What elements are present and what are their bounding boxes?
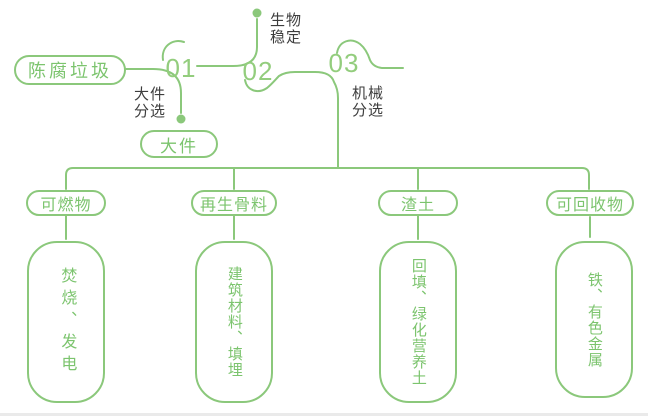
- result-text: 铁、有色金属: [585, 271, 603, 368]
- result-box-recyclables: 铁、有色金属: [555, 241, 633, 398]
- step-label-bio-stabilization: 生物 稳定: [270, 12, 302, 46]
- result-box-combustibles: 焚烧、发电: [27, 241, 105, 403]
- step-label-line: 生物: [270, 12, 303, 29]
- step-number-01: 01: [165, 53, 197, 83]
- step-number-03: 03: [328, 48, 360, 78]
- distribution-line: [65, 167, 590, 190]
- step-label-mechanical-sorting: 机械 分选: [352, 85, 384, 119]
- step-number-02: 02: [242, 56, 274, 86]
- step-label-bulky-sorting: 大件 分选: [134, 86, 166, 120]
- arc-flourish-step01: [161, 40, 185, 61]
- result-box-slag-soil: 回填、绿化营养土: [379, 241, 457, 403]
- branch-dot-shengwu: [252, 8, 262, 18]
- line-step01-to-step02-drop-up: [196, 18, 258, 67]
- arc-flourish-step03-tail: [336, 39, 404, 69]
- bottom-divider: [0, 413, 648, 416]
- result-text: 焚烧、发电: [58, 267, 76, 377]
- result-text: 建筑材料、填埋: [225, 266, 243, 378]
- step-label-line: 稳定: [270, 29, 303, 46]
- result-box-recycled-aggregate: 建筑材料、填埋: [195, 241, 273, 403]
- category-node-combustibles: 可燃物: [26, 190, 106, 216]
- category-node-recyclables: 可回收物: [546, 190, 634, 216]
- step-label-line: 分选: [134, 103, 167, 120]
- category-node-slag-soil: 渣土: [378, 190, 458, 216]
- step-label-line: 分选: [352, 102, 385, 119]
- source-node: 陈腐垃圾: [14, 55, 126, 85]
- step-label-line: 大件: [134, 86, 167, 103]
- bulky-items-node: 大件: [140, 130, 218, 158]
- line-source-to-step01-drop: [125, 68, 182, 114]
- line-step02-to-step03-drop-down: [244, 71, 339, 168]
- step-label-line: 机械: [352, 85, 385, 102]
- result-text: 回填、绿化营养土: [409, 258, 427, 386]
- category-node-recycled-aggregate: 再生骨料: [191, 190, 277, 216]
- branch-dot-dajian: [176, 114, 186, 124]
